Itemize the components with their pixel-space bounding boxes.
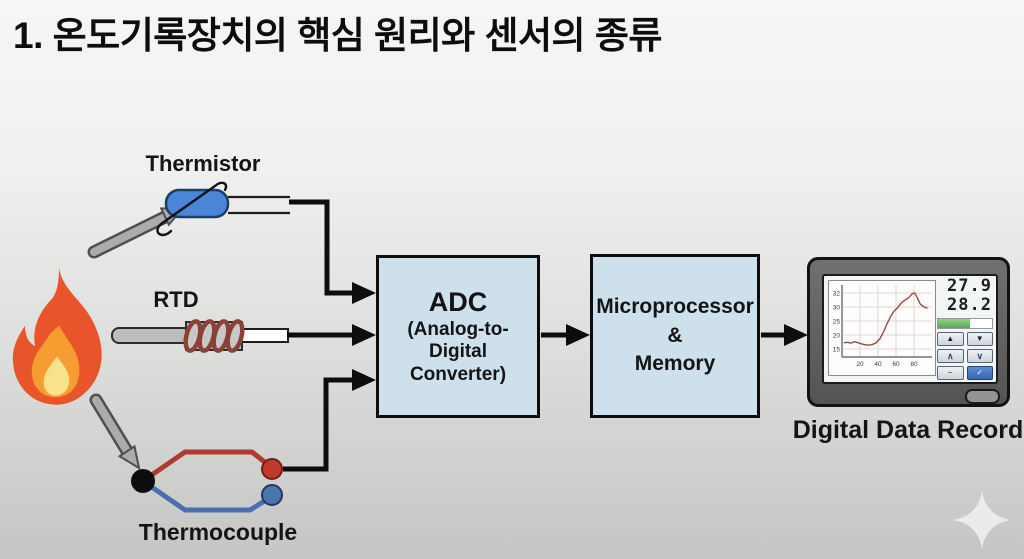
enter-button[interactable]: ✓ bbox=[966, 366, 993, 381]
wire-rtd-to-adc bbox=[287, 324, 376, 346]
recorder-chart-panel: 32 30 25 20 15 20 40 60 80 bbox=[828, 280, 936, 376]
up-small-button[interactable]: ▲ bbox=[937, 332, 964, 347]
xtick-label: 60 bbox=[892, 361, 900, 368]
microprocessor-line2: & bbox=[667, 323, 683, 347]
ytick-label: 15 bbox=[833, 347, 841, 354]
device-chart-line bbox=[843, 292, 928, 346]
progress-fill bbox=[938, 319, 971, 329]
ytick-label: 20 bbox=[833, 333, 841, 340]
arrow-microprocessor-to-recorder bbox=[761, 324, 808, 346]
microprocessor-line3: Memory bbox=[634, 352, 716, 376]
adc-subtitle-line2: Converter) bbox=[409, 364, 507, 386]
down-chevron-button[interactable]: ∨ bbox=[966, 349, 993, 364]
minus-button[interactable]: − bbox=[937, 366, 964, 381]
thermocouple-label: Thermocouple bbox=[138, 519, 298, 545]
device-chart: 32 30 25 20 15 20 40 60 80 bbox=[833, 285, 932, 368]
thermocouple-symbol bbox=[131, 449, 283, 513]
xtick-label: 80 bbox=[910, 361, 918, 368]
microprocessor-line1: Microprocessor bbox=[596, 295, 754, 319]
ytick-label: 30 bbox=[833, 305, 841, 312]
adc-block: ADC (Analog-to-Digital Converter) bbox=[376, 255, 540, 418]
microprocessor-block: Microprocessor & Memory bbox=[590, 254, 760, 418]
xtick-label: 20 bbox=[856, 361, 864, 368]
arrow-adc-to-microprocessor bbox=[541, 324, 590, 346]
thermistor-symbol bbox=[156, 181, 290, 237]
wire-thermocouple-to-adc bbox=[283, 369, 376, 472]
thermistor-label: Thermistor bbox=[145, 151, 261, 176]
up-chevron-button[interactable]: ∧ bbox=[937, 349, 964, 364]
device-speaker-slot bbox=[965, 389, 1000, 404]
recorder-label: Digital Data Record bbox=[792, 416, 1024, 444]
wire-thermistor-to-adc bbox=[289, 199, 376, 304]
recorder-keypad: ▲ ▼ ∧ ∨ − ✓ bbox=[937, 332, 993, 381]
recorder-screen: 32 30 25 20 15 20 40 60 80 27.9 28.2 bbox=[822, 274, 998, 384]
level-bar bbox=[937, 318, 993, 330]
temperature-readout-primary: 27.9 bbox=[947, 276, 992, 296]
flame-arrow-to-thermocouple bbox=[89, 393, 141, 471]
page-title: 1. 온도기록장치의 핵심 원리와 센서의 종류 bbox=[13, 15, 662, 56]
adc-title: ADC bbox=[428, 287, 488, 318]
recorder-control-panel: 27.9 28.2 ▲ ▼ ∧ ∨ − ✓ bbox=[936, 276, 994, 381]
xtick-label: 40 bbox=[874, 361, 882, 368]
rtd-label: RTD bbox=[153, 287, 199, 312]
temperature-readout-secondary: 28.2 bbox=[947, 295, 992, 316]
ytick-label: 25 bbox=[833, 319, 841, 326]
ytick-label: 32 bbox=[833, 291, 841, 298]
flame-icon bbox=[12, 268, 102, 405]
data-recorder-device: 32 30 25 20 15 20 40 60 80 27.9 28.2 bbox=[807, 257, 1010, 407]
rtd-symbol bbox=[111, 319, 289, 353]
down-small-button[interactable]: ▼ bbox=[966, 332, 993, 347]
adc-subtitle-line1: (Analog-to-Digital bbox=[407, 318, 509, 363]
sparkle-icon bbox=[952, 490, 1012, 550]
